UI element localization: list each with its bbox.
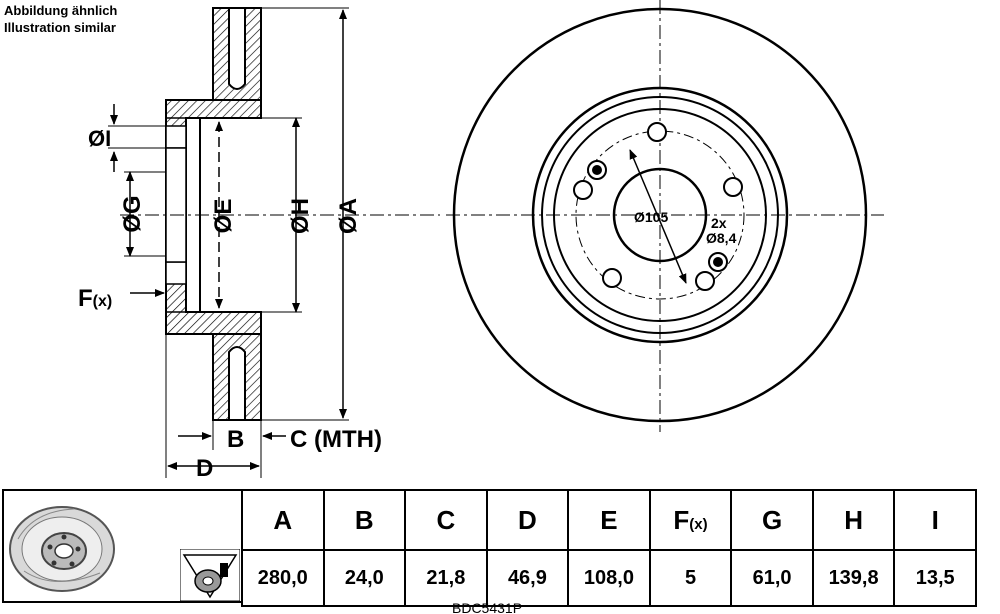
hat-outer-edge bbox=[541, 96, 779, 334]
value-c: 21,8 bbox=[404, 549, 488, 607]
header-i: I bbox=[893, 489, 977, 551]
wheel-bolt-hole-3 bbox=[695, 271, 715, 291]
label-b: B bbox=[227, 426, 244, 453]
hat-step-edge bbox=[553, 108, 767, 322]
label-f: F(x) bbox=[78, 285, 112, 312]
friction-inner-edge bbox=[531, 86, 789, 344]
spec-values-row: 280,0 24,0 21,8 46,9 108,0 5 61,0 139,8 … bbox=[241, 549, 977, 607]
wheel-bolt-hole-2 bbox=[723, 177, 743, 197]
brake-service-warning-icon bbox=[180, 549, 240, 601]
bolt-hole-lower bbox=[165, 261, 187, 285]
value-b: 24,0 bbox=[322, 549, 407, 607]
header-e: E bbox=[567, 489, 651, 551]
label-dia-i: ØI bbox=[88, 126, 111, 151]
caption-line-en: Illustration similar bbox=[4, 20, 116, 35]
value-g: 61,0 bbox=[730, 549, 814, 607]
caption-line-de: Abbildung ähnlich bbox=[4, 3, 118, 18]
label-c-mth: C (MTH) bbox=[290, 426, 382, 453]
wheel-bolt-hole-5 bbox=[573, 180, 593, 200]
front-view: Ø105 2x Ø8,4 bbox=[446, 0, 884, 432]
header-h: H bbox=[811, 489, 896, 551]
label-dia-e: ØE bbox=[210, 199, 237, 234]
label-d: D bbox=[196, 455, 213, 482]
side-section-view: ØI ØG ØE ØH ØA F(x) B C (MTH) D bbox=[78, 7, 440, 482]
label-hole-count: 2x bbox=[711, 215, 727, 231]
lower-vent-channel bbox=[228, 346, 246, 421]
disc-outer-edge bbox=[452, 7, 868, 423]
value-a: 280,0 bbox=[241, 549, 325, 607]
hub-bore bbox=[165, 147, 187, 263]
wheel-bolt-hole-1 bbox=[647, 122, 667, 142]
header-g: G bbox=[730, 489, 814, 551]
value-h: 139,8 bbox=[811, 549, 896, 607]
label-hole-diameter: Ø8,4 bbox=[706, 230, 737, 246]
spec-header-row: A B C D E F(x) G H I bbox=[241, 489, 977, 551]
label-center-bore: Ø105 bbox=[634, 209, 668, 225]
header-c: C bbox=[404, 489, 488, 551]
header-f: F(x) bbox=[648, 489, 733, 551]
wheel-bolt-hole-4 bbox=[602, 268, 622, 288]
value-d: 46,9 bbox=[485, 549, 570, 607]
label-dia-h: ØH bbox=[287, 198, 314, 234]
illustration-caption: Abbildung ähnlich Illustration similar bbox=[4, 2, 117, 36]
value-e: 108,0 bbox=[567, 549, 651, 607]
brake-disc-thumbnail-icon bbox=[9, 506, 115, 592]
label-dia-g: ØG bbox=[119, 195, 146, 232]
header-b: B bbox=[322, 489, 407, 551]
spec-table: A B C D E F(x) G H I 280,0 24,0 21,8 46,… bbox=[241, 489, 977, 607]
upper-vent-channel bbox=[228, 7, 246, 90]
value-i: 13,5 bbox=[893, 549, 977, 607]
header-a: A bbox=[241, 489, 325, 551]
thumbnail-cell bbox=[2, 489, 243, 603]
header-d: D bbox=[485, 489, 570, 551]
part-number: BDC5431P bbox=[452, 601, 523, 614]
value-f: 5 bbox=[648, 549, 733, 607]
bolt-hole-upper bbox=[165, 125, 187, 149]
label-dia-a: ØA bbox=[335, 198, 362, 234]
bolt-circle bbox=[575, 130, 745, 300]
